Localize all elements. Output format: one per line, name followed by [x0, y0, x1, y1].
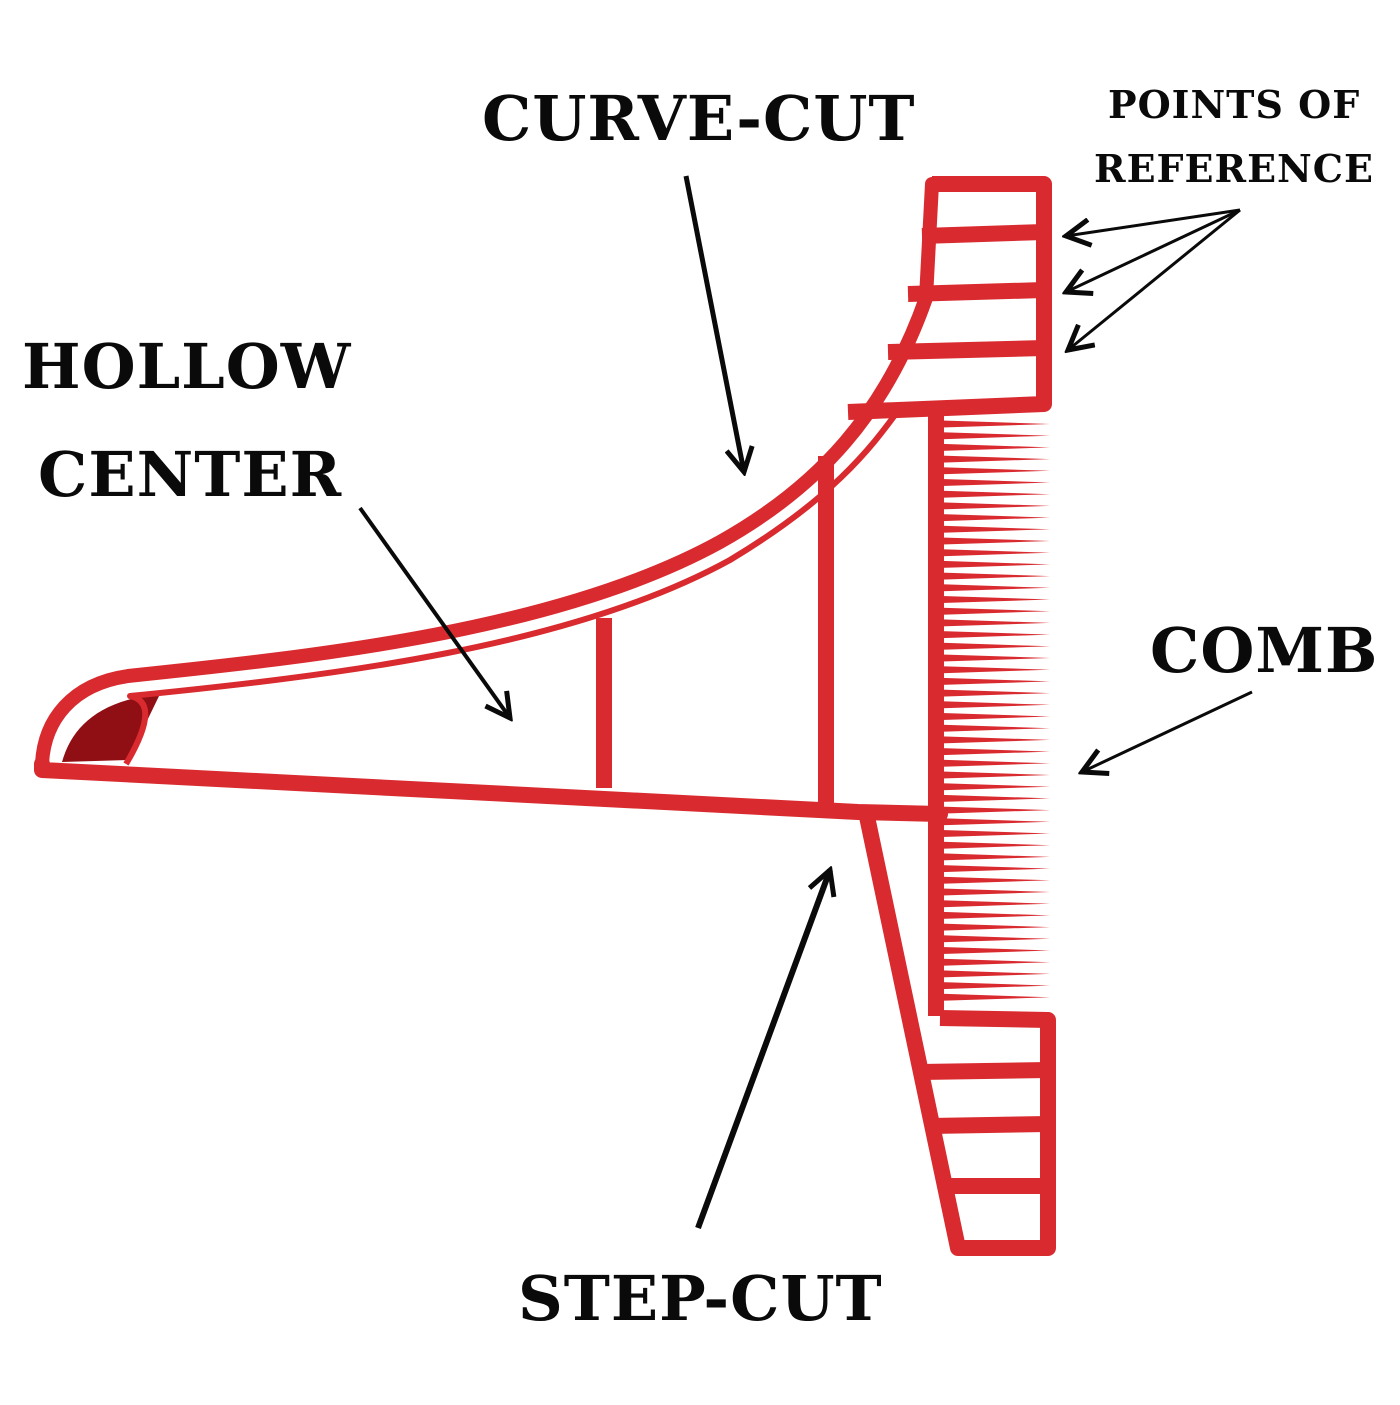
comb-tooth — [942, 759, 1050, 767]
tip-inner-shadow — [62, 694, 160, 762]
comb-tooth — [942, 865, 1050, 873]
comb-teeth — [942, 420, 1050, 1001]
comb-tooth — [942, 677, 1050, 685]
hollow-center-label-line1: HOLLOW — [22, 330, 352, 403]
comb-tooth — [942, 654, 1050, 662]
comb-tooth — [942, 549, 1050, 557]
points-of-reference-label-line1: POINTS OF — [1108, 82, 1361, 127]
comb-tooth — [942, 596, 1050, 603]
comb-label: COMB — [1150, 614, 1379, 687]
comb-arrow — [1082, 690, 1253, 772]
step-cut-leg — [858, 810, 1056, 1256]
bottom-reference-rungs — [919, 1062, 1049, 1194]
comb-tooth — [942, 467, 1050, 475]
comb-tooth — [942, 771, 1050, 779]
comb-tooth — [942, 900, 1050, 908]
comb-tooth — [942, 993, 1050, 1001]
comb-tooth — [942, 806, 1050, 814]
comb-tooth — [942, 537, 1050, 545]
comb-tooth — [942, 947, 1050, 954]
comb-tooth — [942, 970, 1050, 978]
comb-tooth — [942, 736, 1050, 744]
step-cut-label: STEP-CUT — [518, 1262, 883, 1335]
reference-arrow-1 — [1066, 208, 1241, 236]
comb-tooth — [942, 876, 1050, 884]
reference-arrow-2 — [1066, 208, 1241, 292]
comb-tooth — [942, 841, 1050, 849]
comb-tooth — [942, 923, 1050, 931]
annotation-arrows — [358, 175, 1253, 1230]
comb-tooth — [942, 525, 1050, 533]
tip-loop — [123, 693, 149, 766]
comb-tooth — [942, 455, 1050, 463]
comb-tooth — [942, 631, 1050, 639]
hollow-center-arrow — [358, 506, 510, 718]
comb-tooth — [942, 982, 1050, 990]
comb-tooth — [942, 443, 1050, 451]
comb-tooth — [942, 572, 1050, 580]
comb-tooth — [942, 432, 1050, 440]
bottom-bar — [34, 756, 948, 822]
comb-tooth — [942, 783, 1050, 791]
comb-tooth — [942, 689, 1050, 697]
comb-tooth — [942, 619, 1050, 627]
comb-tooth — [942, 560, 1050, 568]
curve-cut-arrow — [683, 175, 744, 472]
comb-tooth — [942, 479, 1050, 486]
comb-tooth — [942, 958, 1050, 966]
comb-tooth — [942, 818, 1050, 826]
comb-tooth — [942, 490, 1050, 498]
comb-tooth — [942, 888, 1050, 896]
comb-tooth — [942, 642, 1050, 650]
comb-tooth — [942, 701, 1050, 709]
comb-tooth — [942, 514, 1050, 522]
comb-tooth — [942, 584, 1050, 592]
tool-body — [34, 176, 1056, 1256]
comb-tooth — [942, 794, 1050, 802]
reference-arrow-3 — [1068, 208, 1241, 350]
comb-tooth — [942, 502, 1050, 510]
comb-tooth — [942, 748, 1050, 756]
comb-tooth — [942, 853, 1050, 861]
hollow-center-label-line2: CENTER — [38, 438, 343, 511]
comb-tooth — [942, 724, 1050, 732]
comb-tooth — [942, 713, 1050, 720]
comb-tooth — [942, 830, 1050, 837]
comb-tooth — [942, 607, 1050, 615]
comb-tooth — [942, 420, 1050, 428]
comb-tooth — [942, 935, 1050, 943]
curve-cut-label: CURVE-CUT — [482, 82, 916, 155]
tool-outline — [35, 177, 939, 771]
comb-tooth — [942, 666, 1050, 674]
step-cut-arrow — [695, 870, 830, 1230]
points-of-reference-label-line2: REFERENCE — [1094, 146, 1374, 191]
comb-tooth — [942, 911, 1050, 919]
curve-cut-edge — [127, 405, 903, 699]
top-reference-rungs — [887, 224, 1045, 360]
